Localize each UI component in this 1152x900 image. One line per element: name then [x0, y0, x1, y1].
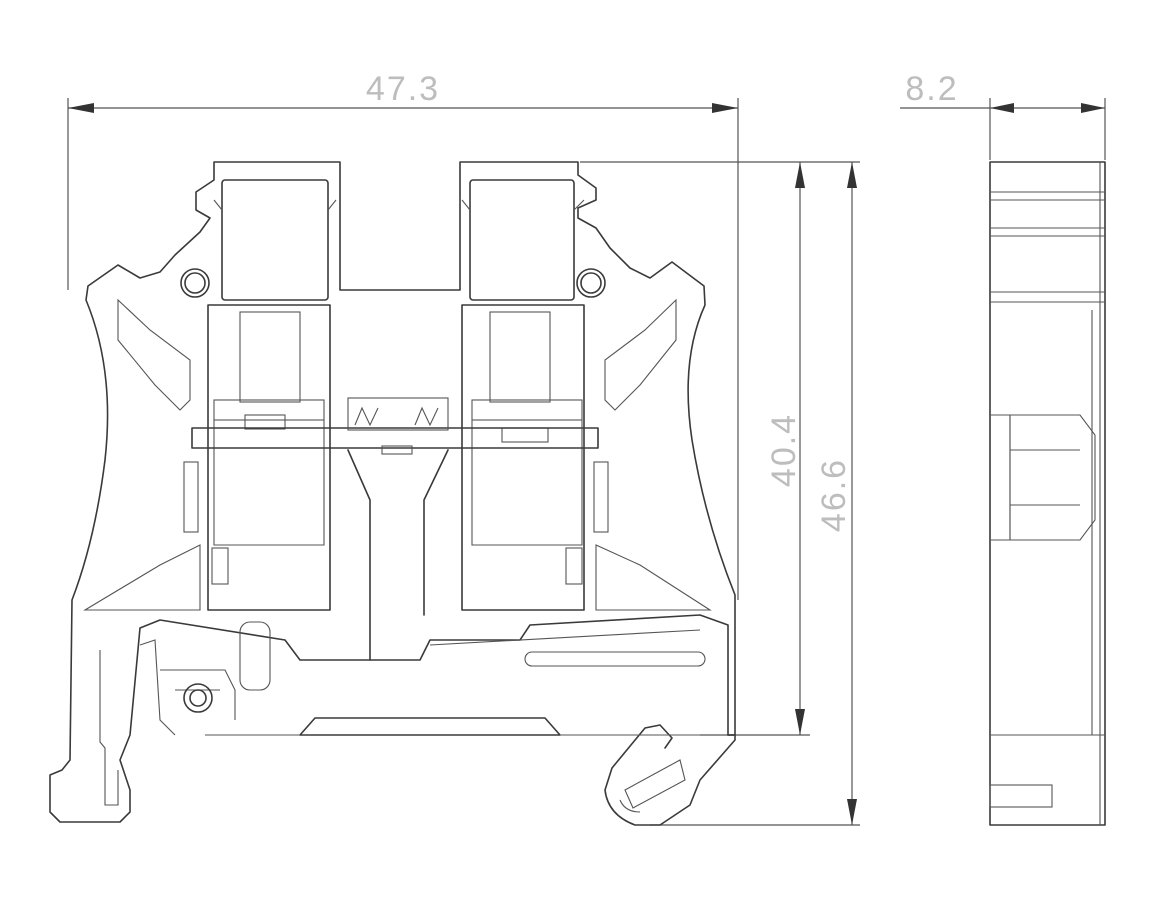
dimension-label-height-rail: 40.4	[765, 413, 803, 487]
dimension-label-width: 47.3	[366, 70, 440, 108]
dimension-label-thickness: 8.2	[905, 70, 958, 108]
front-outer-outline	[49, 161, 736, 823]
dimension-overall-width: 47.3	[67, 70, 739, 600]
front-view	[49, 161, 736, 826]
dimension-side-thickness: 8.2	[900, 70, 1106, 160]
dimension-total-height: 46.6	[650, 162, 860, 826]
dimension-label-total-height: 46.6	[815, 458, 853, 532]
side-view	[989, 161, 1106, 826]
dimension-height-to-rail: 40.4	[580, 161, 860, 736]
